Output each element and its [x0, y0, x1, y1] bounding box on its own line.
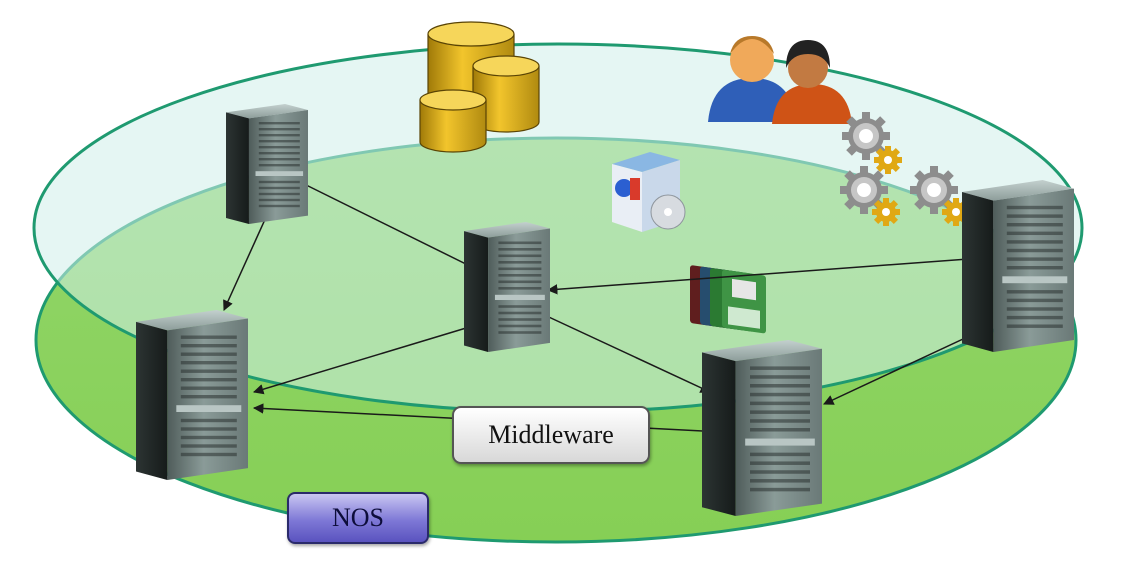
nos-label: NOS	[287, 492, 429, 544]
link-arrow	[252, 319, 488, 395]
server-icon	[226, 104, 308, 224]
server-icon	[136, 310, 248, 480]
server-icon	[702, 340, 822, 516]
users-icon	[708, 36, 852, 124]
server-icon	[464, 222, 550, 352]
middleware-label: Middleware	[452, 406, 650, 464]
database-icon	[419, 21, 540, 153]
link-arrow	[546, 253, 984, 295]
server-icon	[962, 180, 1074, 352]
link-arrow	[291, 177, 483, 273]
link-arrow	[537, 311, 711, 393]
software-box-icon	[612, 152, 686, 232]
link-arrow	[823, 331, 979, 405]
